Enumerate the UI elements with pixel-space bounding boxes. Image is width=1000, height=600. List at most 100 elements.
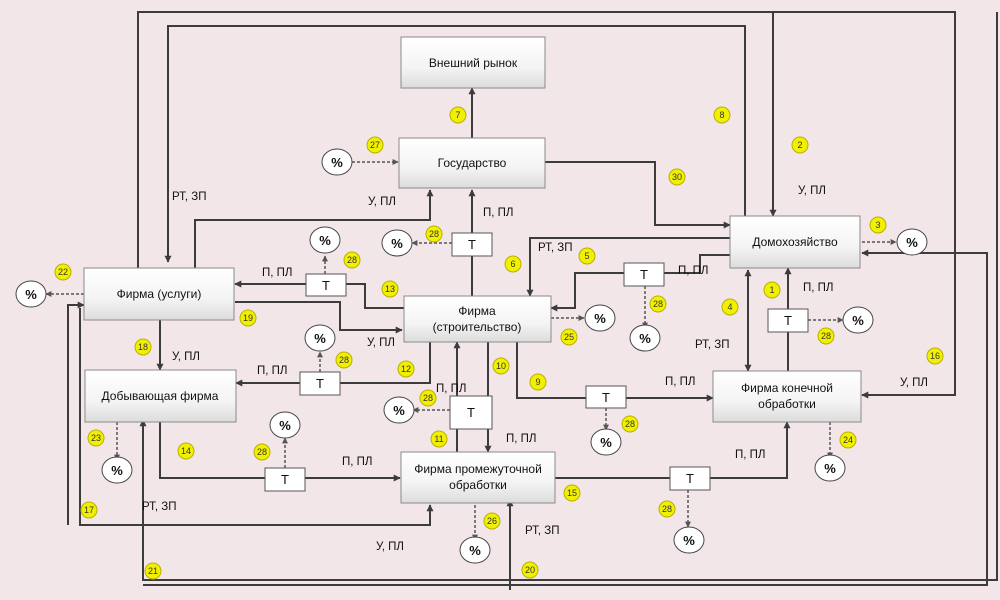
flow-label-u-pl: У, ПЛ [900, 377, 928, 389]
percent-services: % [15, 280, 47, 308]
percent-label: % [391, 236, 403, 251]
tax-box-2: Т [305, 273, 347, 297]
percent-label: % [25, 287, 37, 302]
flow-label-p-pl: П, ПЛ [735, 449, 765, 461]
flow-label-rt-zp: РТ, ЗП [525, 525, 560, 537]
number-badge: 28 [817, 327, 835, 345]
percent-mining: % [101, 456, 133, 484]
line-loop-services-bottom [67, 301, 85, 525]
number-badge: 8 [713, 106, 731, 124]
flow-label-p-pl: П, ПЛ [665, 376, 695, 388]
line-construction-to-final [516, 342, 714, 402]
tax-label: Т [467, 405, 475, 420]
services-firm-label: Фирма (услуги) [117, 287, 202, 301]
number-badge: 15 [563, 484, 581, 502]
percent-label: % [594, 311, 606, 326]
line-right-loop [139, 12, 998, 581]
percent-label: % [331, 155, 343, 170]
household-label: Домохозяйство [752, 235, 838, 249]
percent-label: % [852, 313, 864, 328]
number-badge: 28 [658, 500, 676, 518]
flow-label-p-pl: П, ПЛ [678, 265, 708, 277]
number-badge-text: 12 [401, 364, 411, 374]
percent-tax4: % [842, 306, 874, 334]
number-badge-text: 23 [91, 433, 101, 443]
number-badge-text: 2 [797, 140, 802, 150]
number-badge: 26 [483, 512, 501, 530]
line-mining-to-intermediate [159, 420, 401, 482]
flow-label-u-pl: У, ПЛ [368, 196, 396, 208]
number-badge-text: 10 [496, 361, 506, 371]
number-badge-text: 6 [510, 259, 515, 269]
tax-label: Т [468, 237, 476, 252]
line-services-to-gov [194, 189, 434, 268]
flow-label-p-pl: П, ПЛ [257, 365, 287, 377]
percent-tax6: % [383, 396, 415, 424]
number-badge: 10 [492, 357, 510, 375]
number-badge-text: 18 [138, 342, 148, 352]
flow-label-rt-zp: РТ, ЗП [695, 339, 730, 351]
line-top-loop-services [164, 25, 746, 263]
flow-label-p-pl: П, ПЛ [506, 433, 536, 445]
percent-label: % [600, 435, 612, 450]
tax-box-9: Т [669, 466, 711, 491]
number-badge-text: 15 [567, 488, 577, 498]
percent-label: % [319, 233, 331, 248]
number-badge-text: 28 [257, 447, 267, 457]
number-badge-text: 25 [564, 332, 574, 342]
number-badge: 28 [419, 389, 437, 407]
number-badge-text: 19 [243, 313, 253, 323]
tax-box-6: Т [449, 395, 493, 430]
percent-label: % [906, 235, 918, 250]
box-government: Государство [398, 137, 546, 189]
line-bottom-loop-right [143, 249, 988, 586]
intermediate-firm-label-2: обработки [449, 478, 507, 492]
line-services-to-construction [235, 301, 403, 334]
number-badge-text: 3 [875, 220, 880, 230]
number-badge-text: 4 [727, 302, 732, 312]
external-market-label: Внешний рынок [429, 56, 518, 70]
flow-label-p-pl: П, ПЛ [483, 207, 513, 219]
tax-label: Т [640, 267, 648, 282]
number-badge: 5 [578, 247, 596, 265]
flow-label-u-pl: У, ПЛ [798, 185, 826, 197]
percent-tax9: % [673, 526, 705, 554]
line-household-to-final-loop [773, 11, 956, 399]
number-badge: 12 [397, 360, 415, 378]
number-badge: 22 [54, 263, 72, 281]
tax-label: Т [281, 472, 289, 487]
number-badge-text: 5 [584, 251, 589, 261]
flow-label-p-pl: П, ПЛ [342, 456, 372, 468]
flow-label-u-pl: У, ПЛ [367, 337, 395, 349]
line-household-to-construction [526, 237, 730, 297]
number-badge: 6 [504, 255, 522, 273]
percent-household: % [896, 228, 928, 256]
tax-label: Т [784, 313, 792, 328]
number-badge: 3 [869, 216, 887, 234]
number-badge: 16 [926, 347, 944, 365]
tax-label: Т [316, 376, 324, 391]
number-badge-text: 28 [423, 393, 433, 403]
construction-firm-label-1: Фирма [458, 304, 496, 318]
line-services-to-intermediate [79, 308, 434, 526]
number-badge: 30 [668, 168, 686, 186]
number-badge-text: 28 [347, 255, 357, 265]
number-badge: 9 [529, 373, 547, 391]
intermediate-firm-label-1: Фирма промежуточной [414, 462, 542, 476]
number-badges: 1 2 3 4 5 6 7 8 9 10 11 12 13 14 15 16 1… [54, 106, 944, 580]
number-badge-text: 1 [769, 285, 774, 295]
number-badge: 28 [335, 351, 353, 369]
line-construction-to-services [234, 280, 404, 309]
flow-label-rt-zp: РТ, ЗП [538, 242, 573, 254]
box-external-market: Внешний рынок [400, 36, 546, 89]
number-badge-text: 26 [487, 516, 497, 526]
percent-tax2: % [309, 226, 341, 254]
number-badge: 1 [763, 281, 781, 299]
number-badge-text: 28 [339, 355, 349, 365]
number-badge: 20 [521, 561, 539, 579]
percent-tax5: % [304, 324, 336, 352]
flow-label-rt-zp: РТ, ЗП [172, 191, 207, 203]
flow-label-p-pl: П, ПЛ [803, 282, 833, 294]
flow-label-p-pl: П, ПЛ [262, 267, 292, 279]
